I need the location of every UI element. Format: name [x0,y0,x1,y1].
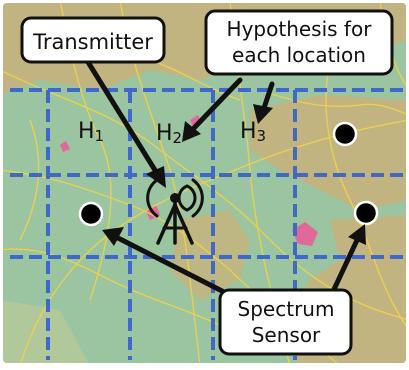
hypothesis-callout: Hypothesis for each location [204,9,394,76]
sensor-callout: Spectrum Sensor [218,288,353,356]
sensor-dot-icon [78,201,104,227]
sensor-dot-icon [353,200,379,226]
hypothesis-label-h3: H3 [240,119,266,145]
location-grid [10,88,406,360]
hypothesis-label-h2: H2 [156,121,182,147]
arrow-to-sensor-left [115,235,227,295]
arrow-to-sensor-right [327,235,361,301]
arrowhead [253,104,273,124]
arrow-to-h3 [261,81,275,111]
sensor-callout-line1: Spectrum [238,297,335,321]
arrow-to-h2 [191,77,243,131]
map-tan-area [250,95,406,210]
sensor-dot-icon [332,121,358,147]
urban-area [292,222,318,246]
hypothesis-callout-line1: Hypothesis for [227,17,373,41]
arrowhead [348,224,366,245]
arrowhead [182,121,201,142]
arrowhead [102,227,124,246]
sensor-callout-line2: Sensor [252,323,321,347]
radio-tower-icon [146,178,204,245]
arrowhead [146,166,166,188]
map-tan-area [3,300,90,363]
hypothesis-label-h1: H1 [78,119,104,145]
arrow-to-transmitter [85,59,161,178]
urban-area [60,141,70,152]
transmitter-callout-text: Transmitter [32,30,153,54]
callout-arrows [85,59,366,301]
transmitter-callout: Transmitter [20,16,166,64]
hypothesis-callout-line2: each location [232,43,366,67]
